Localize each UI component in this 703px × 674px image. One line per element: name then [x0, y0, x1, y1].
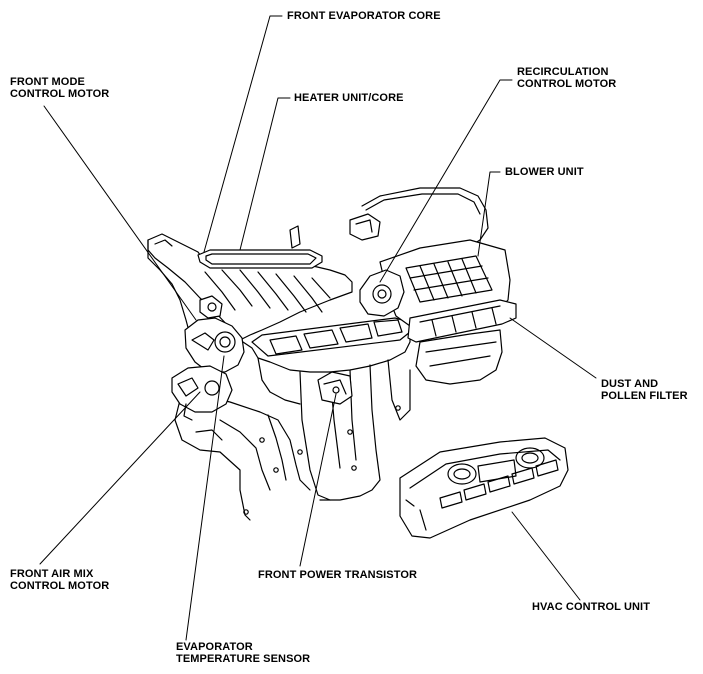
hvac-control-unit-part: [399, 437, 569, 539]
label-front-air-mix-control-motor-line2: CONTROL MOTOR: [10, 580, 110, 592]
leader-lines: [39, 15, 597, 641]
front-air-mix-motor-assembly: [171, 365, 233, 421]
label-front-mode-control-motor: FRONT MODE CONTROL MOTOR: [10, 76, 109, 100]
front-mode-motor-assembly: [184, 295, 245, 373]
label-heater-unit-core: HEATER UNIT/CORE: [294, 92, 404, 104]
power-transistor-part: [317, 371, 353, 405]
label-dust-and-pollen-filter-line1: DUST AND: [601, 378, 659, 390]
label-recirculation-control-motor-line1: RECIRCULATION: [517, 66, 609, 78]
blower-unit-assembly: [349, 187, 517, 385]
label-dust-and-pollen-filter-line2: POLLEN FILTER: [601, 390, 688, 402]
label-front-mode-control-motor-line1: FRONT MODE: [10, 76, 85, 88]
label-evaporator-temperature-sensor-line2: TEMPERATURE SENSOR: [176, 653, 311, 665]
hvac-housing: [147, 225, 411, 521]
label-front-air-mix-control-motor-line1: FRONT AIR MIX: [10, 568, 94, 580]
label-front-air-mix-control-motor: FRONT AIR MIX CONTROL MOTOR: [10, 568, 109, 592]
label-evaporator-temperature-sensor: EVAPORATOR TEMPERATURE SENSOR: [176, 641, 310, 665]
label-hvac-control-unit: HVAC CONTROL UNIT: [532, 601, 651, 613]
label-recirculation-control-motor-line2: CONTROL MOTOR: [517, 78, 617, 90]
label-front-mode-control-motor-line2: CONTROL MOTOR: [10, 88, 110, 100]
label-blower-unit: BLOWER UNIT: [505, 166, 584, 178]
label-dust-and-pollen-filter: DUST AND POLLEN FILTER: [601, 378, 688, 402]
label-front-power-transistor: FRONT POWER TRANSISTOR: [258, 569, 418, 581]
label-front-evaporator-core: FRONT EVAPORATOR CORE: [287, 10, 441, 22]
label-recirculation-control-motor: RECIRCULATION CONTROL MOTOR: [517, 66, 616, 90]
label-evaporator-temperature-sensor-line1: EVAPORATOR: [176, 641, 253, 653]
